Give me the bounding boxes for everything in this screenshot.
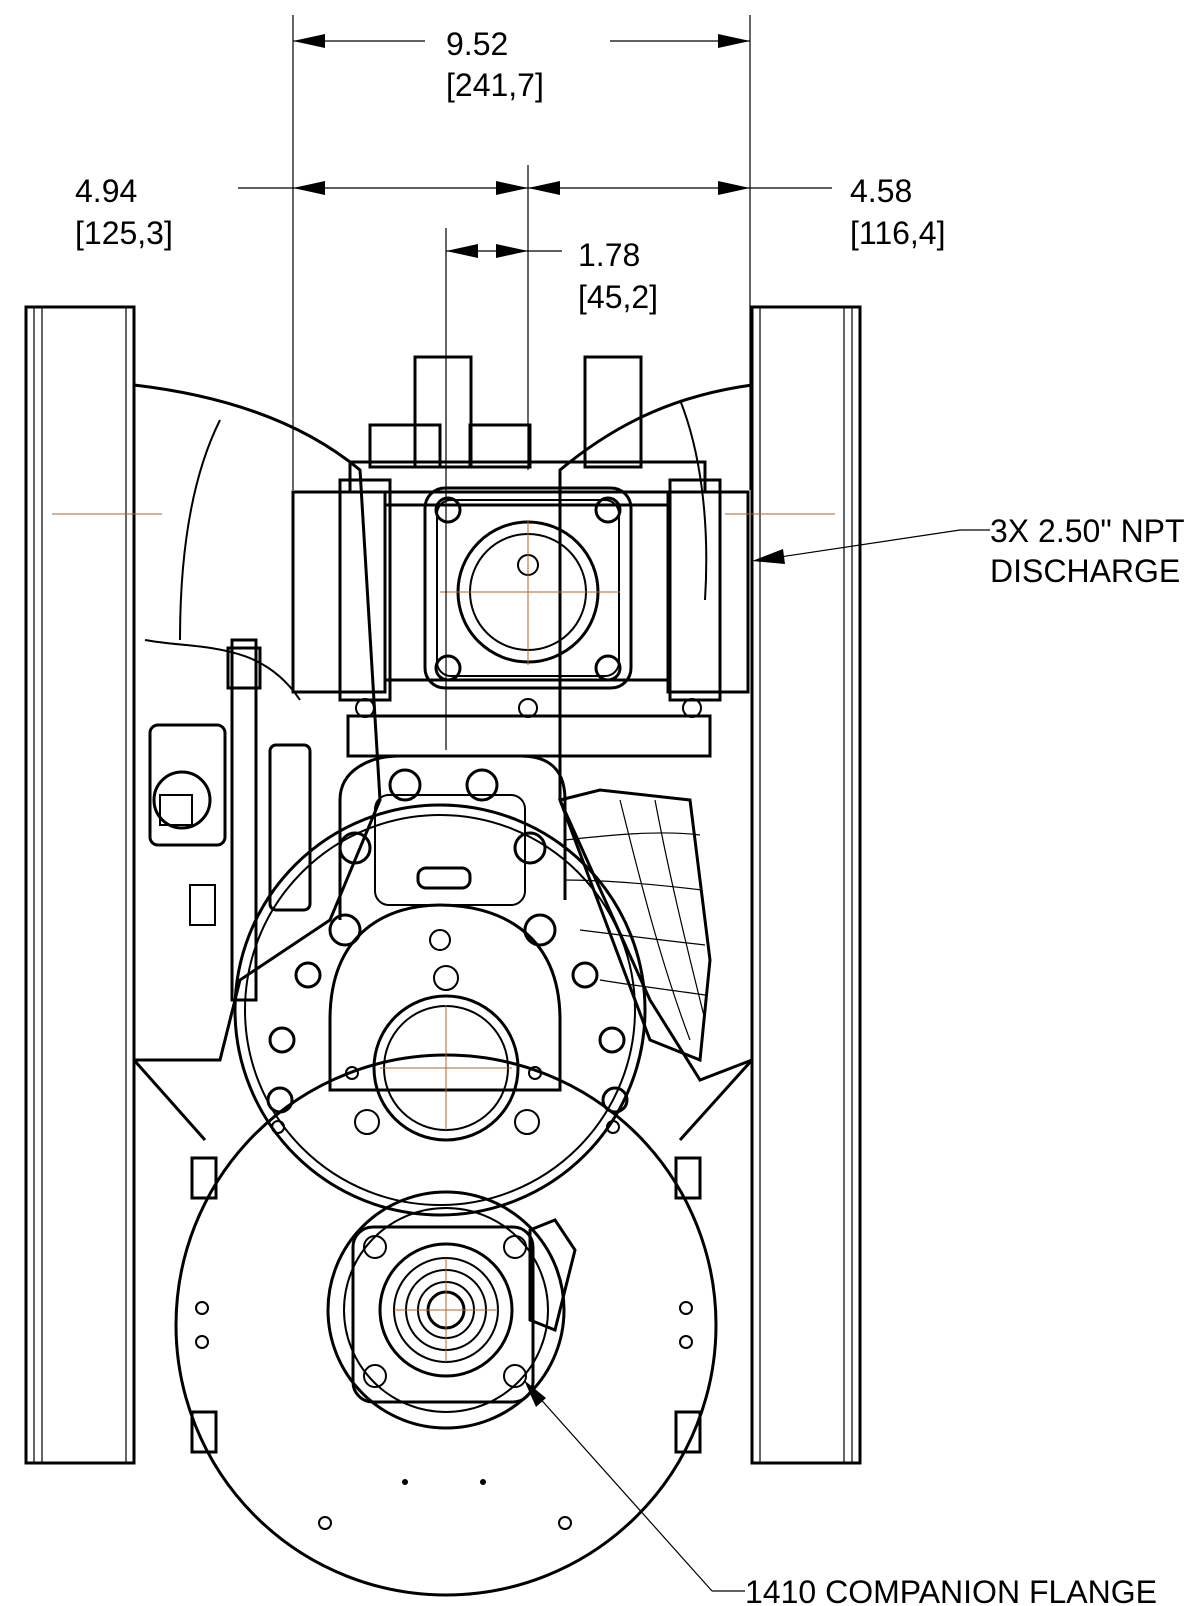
- pump-housing: [132, 383, 754, 1142]
- inlet-elbow: [328, 754, 567, 947]
- discharge-manifold: [291, 355, 750, 758]
- overall-width-metric: [241,7]: [446, 67, 544, 103]
- dimension-lines: [238, 15, 990, 1592]
- inlet-offset-metric: [45,2]: [578, 279, 658, 315]
- right-offset-imperial: 4.58: [850, 173, 912, 209]
- left-offset-imperial: 4.94: [75, 173, 137, 209]
- dimension-labels: 9.52 [241,7] 4.94 [125,3] 4.58 [116,4] 1…: [75, 26, 1185, 1606]
- inlet-offset-imperial: 1.78: [578, 237, 640, 273]
- flange-callout: 1410 COMPANION FLANGE: [745, 1574, 1157, 1606]
- right-offset-metric: [116,4]: [850, 215, 945, 251]
- center-lines: [52, 513, 835, 1362]
- left-offset-metric: [125,3]: [75, 215, 173, 251]
- right-side-rail: [750, 305, 862, 1465]
- discharge-callout-line1: 3X 2.50" NPT: [990, 513, 1185, 549]
- left-side-rail: [24, 305, 136, 1465]
- discharge-callout-line2: DISCHARGE: [990, 553, 1180, 589]
- overall-width-imperial: 9.52: [446, 26, 508, 62]
- side-accessory: [148, 638, 312, 1002]
